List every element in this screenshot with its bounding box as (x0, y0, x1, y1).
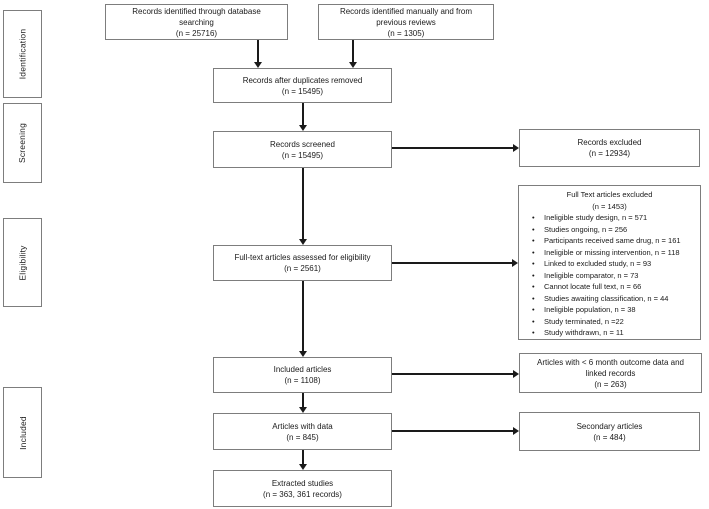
text-line: (n = 263) (594, 379, 627, 389)
exclusion-reason-item: • Studies awaiting classification, n = 44 (524, 293, 695, 305)
exclusion-reason-text: Cannot locate full text, n = 66 (544, 282, 642, 291)
exclusion-reason-text: Ineligible population, n = 38 (544, 305, 636, 314)
exclusion-reason-item: • Ineligible comparator, n = 73 (524, 270, 695, 282)
bullet-icon: • (532, 282, 535, 291)
exclusion-reason-item: • Participants received same drug, n = 16… (524, 235, 695, 247)
fulltext-excluded-reasons: • Ineligible study design, n = 571 • Studie… (524, 212, 695, 339)
bullet-icon: • (532, 247, 535, 257)
exclusion-reason-text: Studies ongoing, n = 256 (544, 224, 628, 234)
text-line: Secondary articles (576, 421, 643, 431)
bullet-icon: • (532, 270, 535, 280)
text-line: (n = 484) (593, 432, 626, 442)
box-included-articles: Included articles (n = 1108) (213, 357, 392, 393)
bullet-icon: • (532, 316, 535, 326)
stage-included-label: Included (17, 415, 28, 450)
box-records-excluded: Records excluded (n = 12934) (519, 129, 700, 167)
arrow-manual-to-duplicates (352, 40, 354, 62)
text-line: (n = 845) (286, 432, 319, 442)
exclusion-reason-text: Linked to excluded study, n = 93 (544, 259, 652, 268)
exclusion-reason-item: • Study withdrawn, n = 11 (524, 327, 695, 339)
box-fulltext-assessed: Full-text articles assessed for eligibil… (213, 245, 392, 281)
text-line: (n = 15495) (281, 150, 324, 160)
bullet-icon: • (532, 293, 535, 303)
text-line: (n = 25716) (175, 28, 218, 38)
exclusion-reason-item: • Linked to excluded study, n = 93 (524, 258, 695, 270)
text-line: Records after duplicates removed (242, 75, 363, 85)
arrow-database-to-duplicates (257, 40, 259, 62)
exclusion-reason-item: • Cannot locate full text, n = 66 (524, 281, 695, 293)
exclusion-reason-text: Study withdrawn, n = 11 (544, 328, 624, 337)
arrow-data-to-extracted (302, 450, 304, 464)
bullet-icon: • (532, 259, 535, 268)
exclusion-reason-text: Ineligible or missing intervention, n = … (544, 247, 680, 257)
box-extracted-studies: Extracted studies(n = 363, 361 records) (213, 470, 392, 507)
stage-eligibility-label: Eligibility (17, 244, 28, 281)
text-line: Records identified manually and from (339, 6, 473, 16)
exclusion-reason-item: • Study terminated, n =22 (524, 316, 695, 328)
arrow-data-to-secondary (392, 430, 513, 432)
arrow-screened-to-excluded (392, 147, 513, 149)
stage-screening-label: Screening (17, 122, 28, 164)
stage-included: Included (3, 387, 42, 478)
box-records-screened: Records screened(n = 15495) (213, 131, 392, 168)
bullet-icon: • (532, 224, 535, 234)
text-line: Articles with < 6 month outcome data and (537, 357, 684, 367)
exclusion-reason-text: Study terminated, n =22 (544, 316, 624, 326)
bullet-icon: • (532, 328, 535, 337)
arrow-fulltext-to-excluded (392, 262, 512, 264)
text-line: Full Text articles excluded (566, 190, 653, 199)
text-line: Records screened (270, 139, 335, 149)
stage-identification-label: Identification (17, 28, 28, 80)
text-line: linked records (585, 368, 636, 378)
text-line: Extracted studies (271, 478, 334, 488)
text-line: (n = 12934) (588, 149, 631, 158)
arrow-fulltext-to-included (302, 281, 304, 351)
text-line: searching (179, 17, 214, 27)
exclusion-reason-text: Participants received same drug, n = 161 (544, 236, 681, 245)
stage-identification: Identification (3, 10, 42, 98)
stage-screening: Screening (3, 103, 42, 183)
box-duplicates-removed: Records after duplicates removed(n = 154… (213, 68, 392, 103)
text-line: (n = 363, 361 records) (263, 489, 342, 499)
exclusion-reason-text: Ineligible study design, n = 571 (544, 213, 648, 222)
stage-eligibility: Eligibility (3, 218, 42, 307)
exclusion-reason-item: • Ineligible study design, n = 571 (524, 212, 695, 224)
text-line: Full-text articles assessed for eligibil… (234, 253, 371, 262)
box-secondary-articles: Secondary articles(n = 484) (519, 412, 700, 451)
arrow-duplicates-to-screened (302, 103, 304, 125)
text-line: (n = 1305) (387, 28, 425, 38)
arrow-included-to-data (302, 393, 304, 407)
bullet-icon: • (532, 236, 535, 245)
exclusion-reason-text: Ineligible comparator, n = 73 (544, 270, 639, 280)
text-line: (n = 1108) (284, 376, 321, 385)
arrow-screened-to-fulltext (302, 168, 304, 239)
text-line: (n = 2561) (284, 264, 321, 273)
text-line: Included articles (273, 365, 332, 374)
box-fulltext-excluded: Full Text articles excluded (n = 1453) • I… (518, 185, 701, 340)
box-six-month-outcome: Articles with < 6 month outcome data and… (519, 353, 702, 393)
text-line: (n = 1453) (592, 201, 627, 211)
exclusion-reason-item: • Studies ongoing, n = 256 (524, 224, 695, 236)
text-line: previous reviews (376, 17, 436, 27)
fulltext-excluded-header: Full Text articles excluded (n = 1453) (524, 189, 695, 212)
text-line: Records identified through database (132, 6, 261, 16)
bullet-icon: • (532, 213, 535, 222)
exclusion-reason-item: • Ineligible or missing intervention, n =… (524, 247, 695, 259)
exclusion-reason-text: Studies awaiting classification, n = 44 (544, 293, 669, 303)
text-line: (n = 15495) (281, 86, 324, 96)
box-articles-with-data: Articles with data(n = 845) (213, 413, 392, 450)
exclusion-reason-item: • Ineligible population, n = 38 (524, 304, 695, 316)
bullet-icon: • (532, 305, 535, 314)
arrow-included-to-sixmonth (392, 373, 513, 375)
text-line: Articles with data (272, 421, 333, 431)
text-line: Records excluded (577, 138, 642, 147)
